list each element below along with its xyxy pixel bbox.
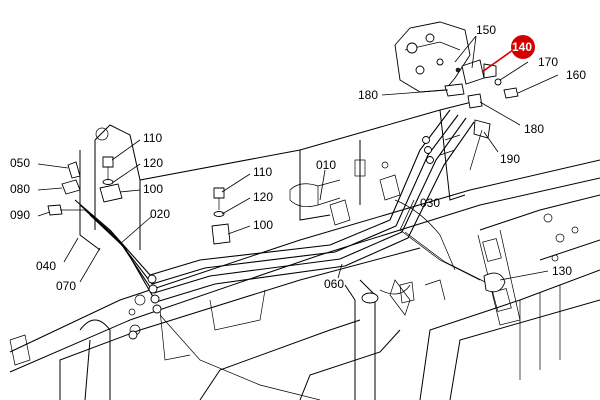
callout-120-lower: 120: [253, 190, 273, 204]
upper-frame: [79, 99, 481, 295]
control-valve: [394, 21, 519, 171]
callout-140: 140: [512, 40, 532, 54]
callout-130: 130: [552, 264, 572, 278]
callout-020: 020: [150, 207, 170, 221]
callout-050: 050: [10, 156, 30, 170]
callout-030: 030: [420, 196, 440, 210]
callout-090: 090: [10, 208, 30, 222]
callout-100-upper: 100: [143, 182, 163, 196]
callout-110-upper: 110: [143, 131, 162, 145]
callout-070: 070: [56, 279, 76, 293]
callout-labels: 150 140 170 160 180 180 190 110 120 100 …: [10, 23, 586, 293]
hydraulic-hoses: [74, 109, 486, 400]
callout-080: 080: [10, 182, 30, 196]
callout-180-left: 180: [358, 88, 378, 102]
callout-120-upper: 120: [143, 156, 163, 170]
callout-140-marker: [511, 35, 535, 59]
main-frame: [9, 159, 600, 400]
callout-040: 040: [36, 259, 56, 273]
callout-060: 060: [324, 277, 344, 291]
leader-lines: [37, 35, 559, 283]
hose-fittings: [128, 136, 434, 340]
callout-150: 150: [476, 23, 496, 37]
callout-170: 170: [538, 55, 558, 69]
callout-110-lower: 110: [253, 165, 272, 179]
left-parts: [47, 156, 506, 304]
callout-160: 160: [566, 68, 586, 82]
callout-190: 190: [500, 152, 520, 166]
callout-100-lower: 100: [253, 218, 273, 232]
callout-180-right: 180: [524, 122, 544, 136]
callout-010: 010: [316, 158, 336, 172]
